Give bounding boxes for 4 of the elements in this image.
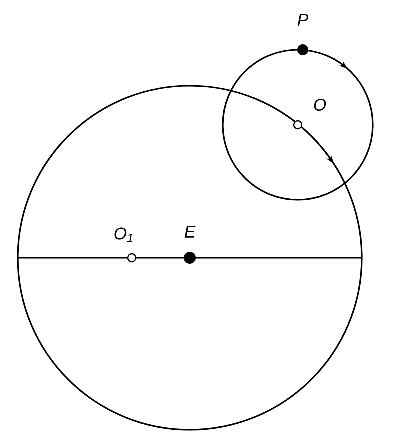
point-label: P — [298, 14, 309, 26]
point-label: O — [314, 98, 326, 112]
point-label: E — [184, 226, 196, 238]
point-label: O$_{1}$ — [114, 228, 133, 242]
